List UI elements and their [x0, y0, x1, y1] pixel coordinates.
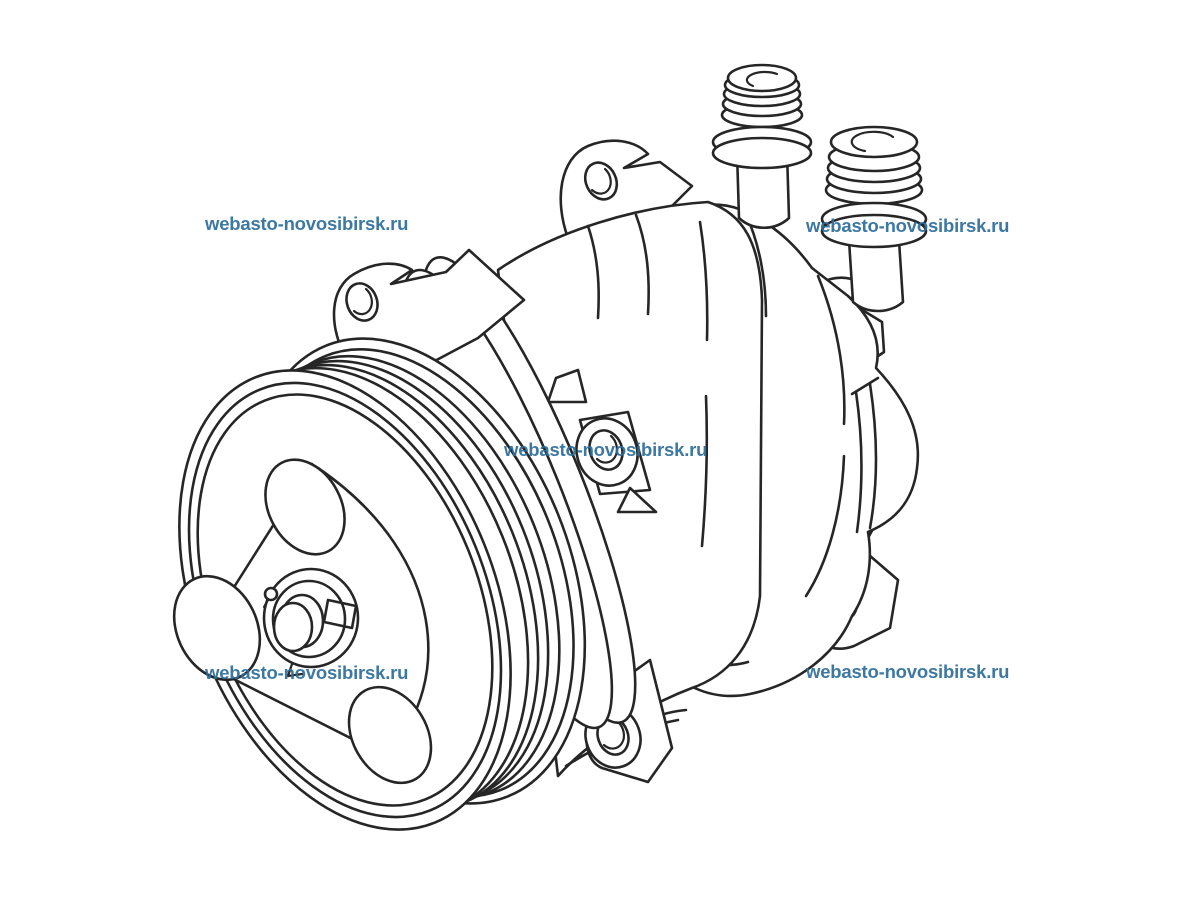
fitting-neck: [735, 150, 791, 230]
watermark-text: webasto-novosibirsk.ru: [504, 439, 708, 460]
watermark-text: webasto-novosibirsk.ru: [806, 661, 1010, 682]
shaft-end: [272, 601, 314, 653]
front-mount-ear-right: [546, 368, 658, 514]
plate-cutout: [264, 458, 346, 556]
fitting-top: [726, 63, 798, 93]
discharge-port-fitting: [711, 63, 813, 230]
fitting-collar: [711, 136, 813, 170]
hub: [262, 567, 360, 678]
watermark-text: webasto-novosibirsk.ru: [806, 215, 1010, 236]
watermark-text: webasto-novosibirsk.ru: [205, 662, 409, 683]
fitting-collar: [820, 213, 928, 249]
plate-cutout: [347, 685, 433, 785]
fitting-top: [829, 125, 919, 159]
fitting-neck: [847, 238, 905, 313]
hub-key-tab: [322, 598, 358, 630]
watermark-text: webasto-novosibirsk.ru: [205, 213, 409, 234]
suction-port-fitting: [820, 125, 928, 313]
plate-cutout: [172, 574, 262, 682]
hub-nub: [263, 586, 279, 602]
clutch-front-plate: [172, 458, 433, 785]
